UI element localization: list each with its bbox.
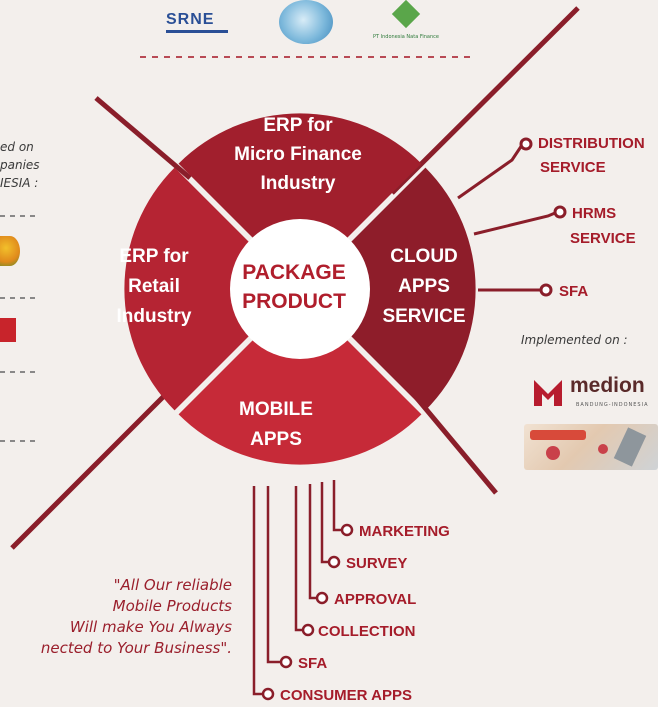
mobile-product-survey: SURVEY (346, 555, 407, 572)
node-distribution (519, 137, 533, 151)
product-photo (524, 424, 658, 470)
cloud-service-hrms-1: HRMS (572, 205, 616, 222)
retail-line-2: Retail (128, 276, 180, 297)
left-partial-logo-1 (0, 236, 20, 266)
product-photo-banner (530, 430, 586, 440)
mobile-nodes (261, 523, 354, 701)
implemented-on-label: Implemented on : (521, 333, 628, 347)
connector-distribution (457, 144, 524, 200)
diagonal-line-ne (390, 6, 580, 195)
left-note-line-2: panies (0, 158, 40, 172)
mobile-product-sfa: SFA (298, 655, 327, 672)
micro-finance-line-3: Industry (261, 173, 336, 194)
quote-line-3: Will make You Always (69, 618, 232, 636)
cloud-service-distribution-1: DISTRIBUTION (538, 135, 645, 152)
cloud-line-2: APPS (398, 276, 450, 297)
medion-logo-name: medion (570, 374, 645, 397)
medion-logo-icon (534, 380, 562, 406)
retail-line-1: ERP for (119, 246, 189, 267)
quote-line-4: nected to Your Business". (40, 639, 232, 657)
retail-line-3: Industry (117, 306, 192, 327)
micro-finance-line-2: Micro Finance (234, 144, 362, 165)
product-photo-device (613, 427, 647, 467)
center-line-1: PACKAGE (242, 261, 345, 284)
quote-line-2: Mobile Products (112, 597, 232, 615)
srne-logo-underline (166, 30, 228, 33)
mobile-product-collection: COLLECTION (318, 623, 416, 640)
cloud-service-hrms-2: SERVICE (570, 230, 636, 247)
mobile-line-2: APPS (250, 429, 302, 450)
segment-mobile-apps (178, 336, 422, 465)
mobile-product-consumer-apps: CONSUMER APPS (280, 687, 412, 704)
product-photo-pill-2 (598, 444, 608, 454)
cloud-line-1: CLOUD (390, 246, 458, 267)
diagonal-line-nw (94, 96, 192, 180)
mobile-product-approval: APPROVAL (334, 591, 416, 608)
mobile-product-marketing: MARKETING (359, 523, 450, 540)
mobile-connectors (252, 480, 341, 696)
segment-micro-finance (178, 113, 422, 243)
mobile-line-1: MOBILE (239, 399, 313, 420)
left-note-line-3: IESIA : (0, 176, 39, 190)
connector-hrms (473, 211, 556, 236)
segment-retail (124, 167, 253, 411)
product-photo-pill-1 (546, 446, 560, 460)
quote-block: "All Our reliable Mobile Products Will m… (0, 575, 232, 659)
cloud-service-distribution-2: SERVICE (540, 159, 606, 176)
node-hrms (553, 205, 567, 219)
diamond-logo-text: PT Indonesia Nata Finance (373, 34, 439, 40)
globe-logo (279, 0, 333, 44)
srne-logo-text: SRNE (166, 11, 215, 28)
medion-logo-sub: BANDUNG-INDONESIA (576, 402, 649, 408)
center-circle (230, 219, 370, 359)
left-partial-logo-2 (0, 318, 16, 342)
cloud-service-sfa: SFA (559, 283, 588, 300)
left-note-line-1: ed on (0, 140, 34, 154)
diagonal-line-sw (10, 366, 194, 550)
segment-cloud-apps (347, 167, 476, 411)
cloud-line-3: SERVICE (382, 306, 465, 327)
srne-logo: SRNE (166, 11, 234, 35)
center-line-2: PRODUCT (242, 290, 346, 313)
quote-line-1: "All Our reliable (113, 576, 232, 594)
medion-logo: medion BANDUNG-INDONESIA (528, 370, 658, 416)
micro-finance-line-1: ERP for (263, 115, 333, 136)
node-sfa-cloud (539, 283, 553, 297)
